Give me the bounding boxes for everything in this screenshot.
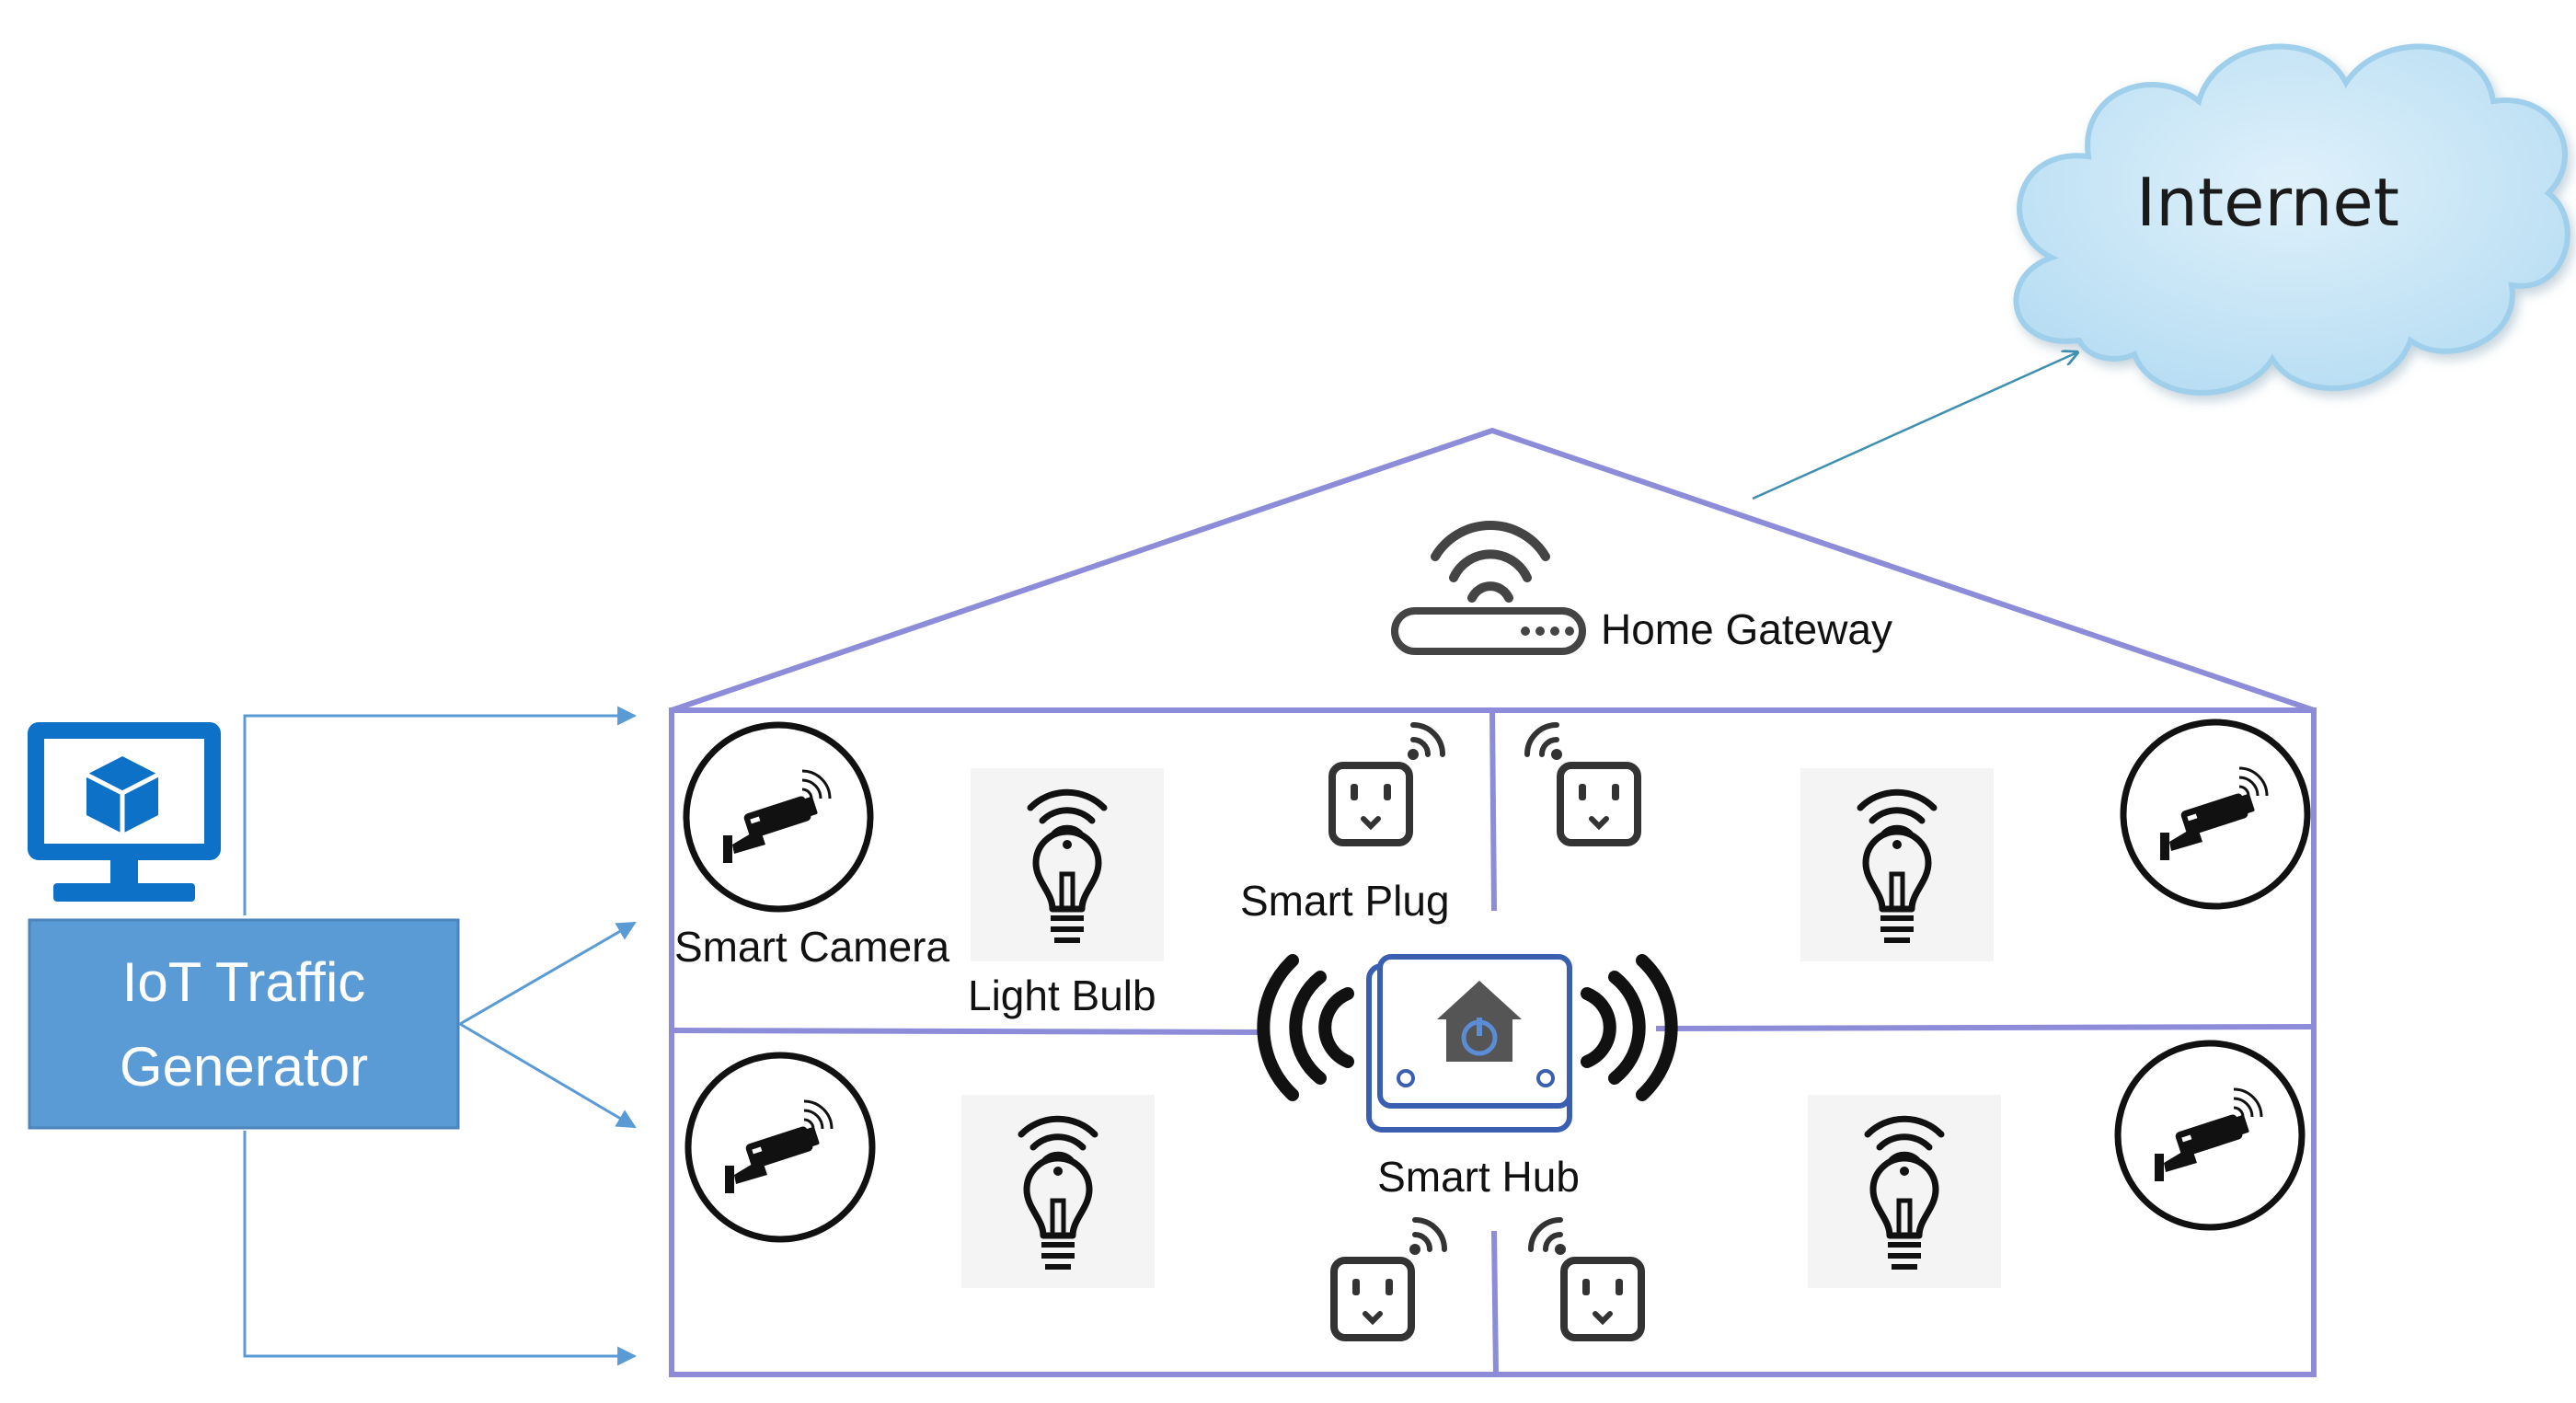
smart-plug-top-left [1332,725,1443,843]
arrow-to-lower-mid [459,1022,637,1129]
smart-hub-label: Smart Hub [1377,1153,1580,1201]
light-bulb-label: Light Bulb [968,972,1156,1019]
smart-camera-bottom-left [684,1052,876,1243]
iot-traffic-generator: IoT Traffic Generator [28,918,460,1130]
smart-plug-label: Smart Plug [1240,877,1450,925]
smart-plug-bottom-left [1334,1220,1444,1338]
arrow-to-bottom [243,1131,638,1366]
router-icon [1391,521,1586,655]
generator-label-line1: IoT Traffic [122,951,366,1013]
generator-arrows [243,706,638,1366]
house-roof [671,427,2315,713]
light-bulb-top-left [971,768,1164,961]
room-divider-horizontal-left [671,1028,1267,1035]
smart-camera-top-left [683,721,874,913]
internet-label: Internet [2136,164,2399,241]
smart-plug-bottom-right [1531,1220,1641,1338]
room-divider-vertical-bottom [1491,1230,1499,1375]
generator-label-line2: Generator [120,1036,368,1098]
smart-hub-icon [1257,954,1678,1133]
house-outline [669,427,2317,1377]
virtual-machine-icon [28,722,221,902]
smart-camera-top-right [2120,719,2311,910]
arrow-to-top [243,706,638,915]
smart-camera-bottom-right [2114,1040,2306,1231]
room-divider-horizontal-right [1655,1024,2315,1031]
smart-camera-label: Smart Camera [674,923,949,971]
gateway-to-internet-arrow [1752,352,2077,500]
light-bulb-bottom-left [961,1095,1155,1288]
arrow-to-upper-mid [459,921,637,1026]
light-bulb-top-right [1800,768,1994,961]
smart-plug-top-right [1527,725,1638,843]
room-divider-vertical-top [1489,709,1497,912]
cloud-icon [2013,43,2570,396]
home-gateway-label: Home Gateway [1601,605,1892,653]
light-bulb-bottom-right [1808,1095,2001,1288]
